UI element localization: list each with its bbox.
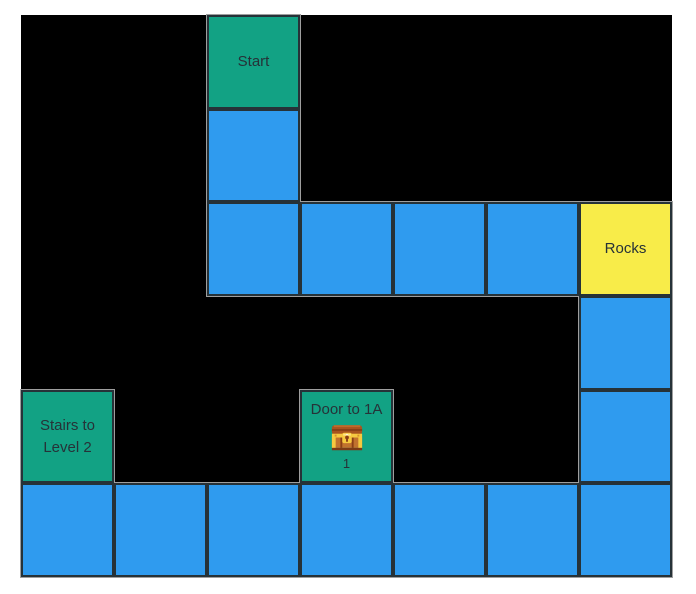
tile-start-r0c2[interactable]: Start: [207, 15, 300, 109]
tile-path-r5c3[interactable]: [300, 483, 393, 577]
tile-label: Rocks: [604, 240, 647, 258]
tile-path-r5c5[interactable]: [486, 483, 579, 577]
tile-label: Stairs to Level 2: [39, 416, 96, 456]
tile-item-count: 1: [342, 455, 351, 471]
tile-path-r5c0[interactable]: [21, 483, 114, 577]
tile-label: Door to 1A: [310, 401, 383, 419]
tile-path-r2c3[interactable]: [300, 202, 393, 296]
tile-path-r5c1[interactable]: [114, 483, 207, 577]
tile-path-r5c2[interactable]: [207, 483, 300, 577]
tile-path-r2c5[interactable]: [486, 202, 579, 296]
tile-path-r1c2[interactable]: [207, 109, 300, 202]
tile-path-r2c4[interactable]: [393, 202, 486, 296]
tile-rocks-r2c6[interactable]: Rocks: [579, 202, 672, 296]
tile-path-r5c6[interactable]: [579, 483, 672, 577]
tile-path-r5c4[interactable]: [393, 483, 486, 577]
treasure-chest-icon: [331, 425, 362, 451]
tile-path-r4c6[interactable]: [579, 390, 672, 483]
tile-door-to-1a-r4c3[interactable]: Door to 1A 1: [300, 390, 393, 483]
tile-label: Start: [237, 53, 270, 71]
tile-path-r3c6[interactable]: [579, 296, 672, 390]
tile-path-r2c2[interactable]: [207, 202, 300, 296]
tile-stairs-to-level-2-r4c0[interactable]: Stairs to Level 2: [21, 390, 114, 483]
